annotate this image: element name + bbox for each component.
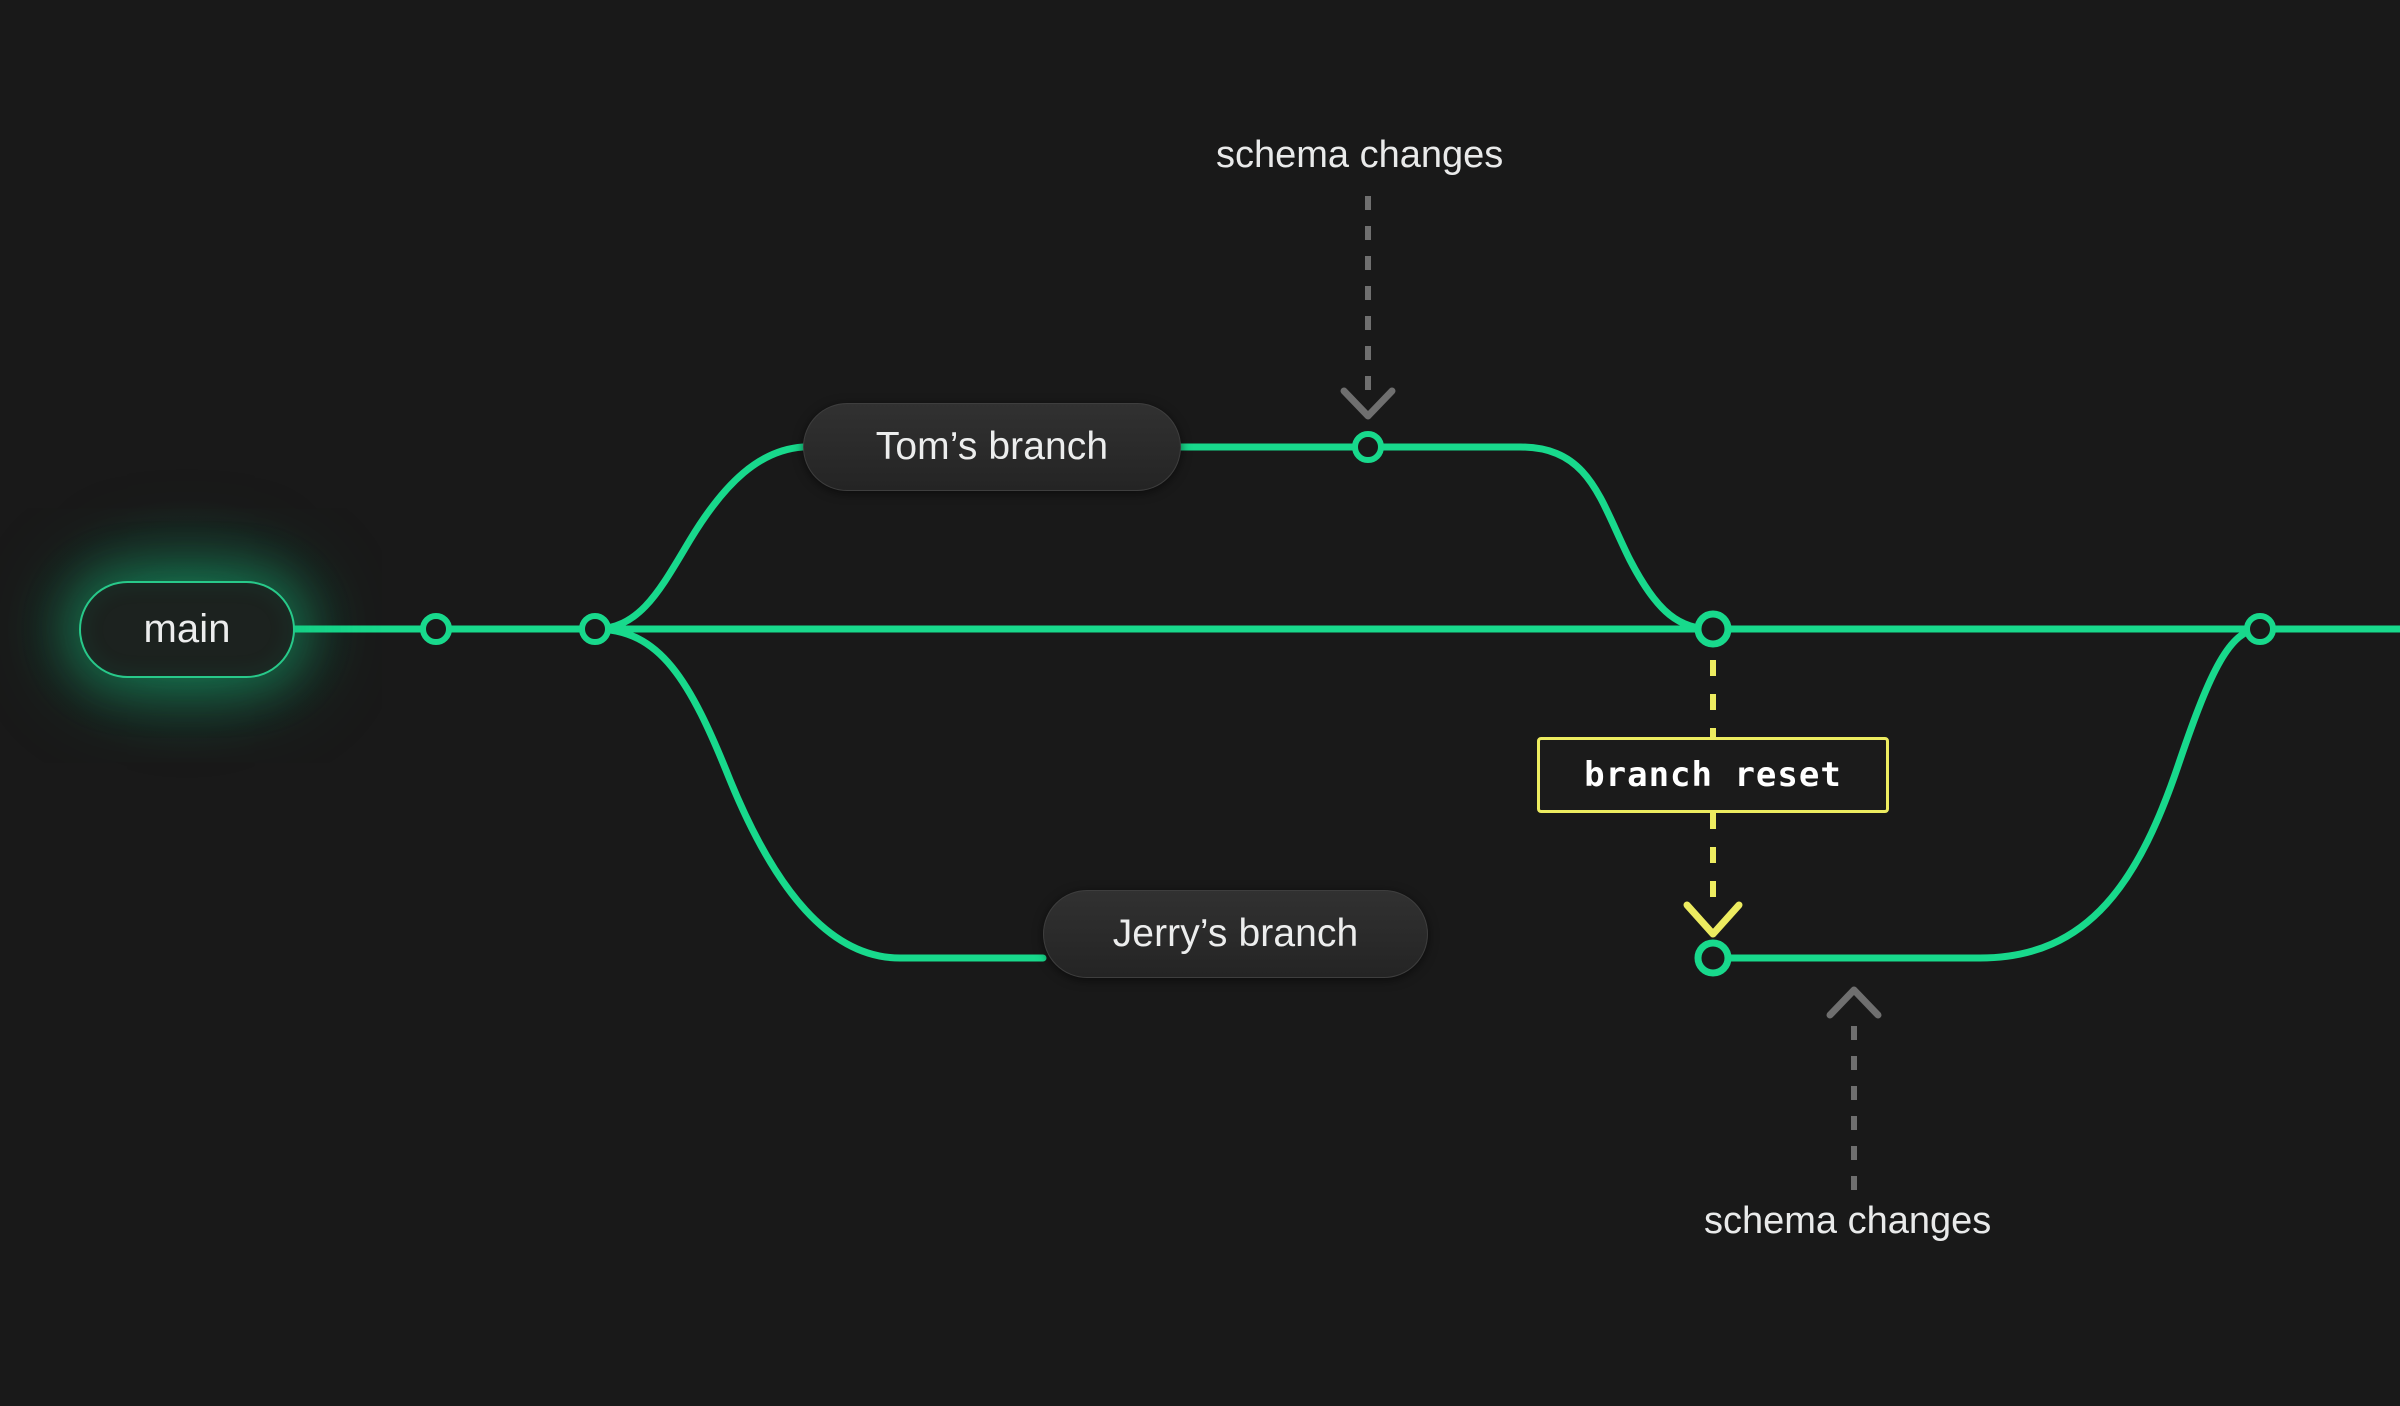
branch-pill-jerry-label: Jerry’s branch bbox=[1112, 912, 1359, 955]
commit-node-jerry-merge[interactable] bbox=[2244, 613, 2276, 645]
commit-node-tom-merge[interactable] bbox=[1694, 610, 1732, 648]
branch-pill-main[interactable]: main bbox=[79, 581, 295, 678]
branch-reset-badge[interactable]: branch reset bbox=[1537, 737, 1889, 813]
schema-changes-bottom-arrowhead-icon bbox=[1826, 986, 1882, 1019]
tom-branch-merge-curve bbox=[1516, 443, 1717, 633]
annotation-label-schema-changes-top: schema changes bbox=[1216, 134, 1504, 176]
branch-reset-badge-label: branch reset bbox=[1584, 755, 1842, 795]
branch-pill-tom[interactable]: Tom’s branch bbox=[803, 403, 1181, 491]
jerry-branch-merge-curve bbox=[1709, 625, 2264, 962]
commit-node-main-1[interactable] bbox=[420, 613, 452, 645]
branch-reset-arrowhead-icon bbox=[1683, 901, 1743, 938]
branch-pill-tom-label: Tom’s branch bbox=[875, 425, 1109, 468]
branch-pill-main-label: main bbox=[143, 607, 231, 651]
commit-node-tom[interactable] bbox=[1352, 431, 1384, 463]
commit-node-main-branch-point[interactable] bbox=[579, 613, 611, 645]
commit-nodes bbox=[420, 431, 2276, 977]
branch-pill-jerry[interactable]: Jerry’s branch bbox=[1043, 890, 1428, 978]
annotation-label-schema-changes-bottom: schema changes bbox=[1704, 1200, 1992, 1242]
schema-changes-top-arrowhead-icon bbox=[1340, 387, 1396, 420]
jerry-branch-fork-curve bbox=[591, 625, 1047, 962]
tom-branch-fork-curve bbox=[591, 443, 807, 633]
commit-node-jerry-reset[interactable] bbox=[1694, 939, 1732, 977]
